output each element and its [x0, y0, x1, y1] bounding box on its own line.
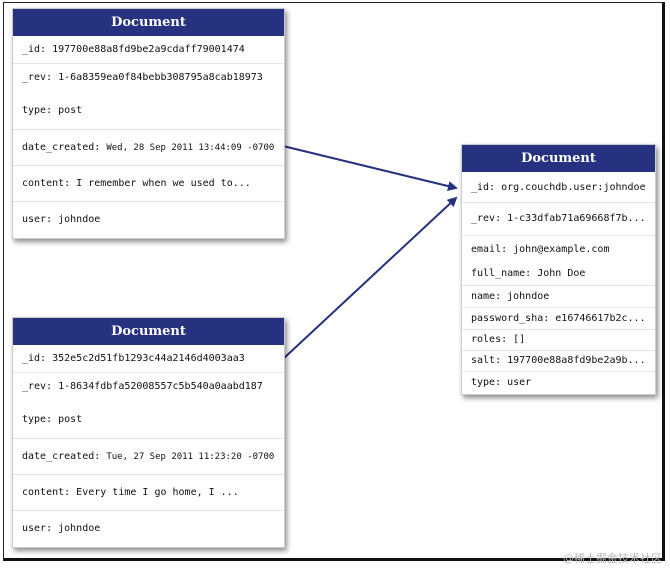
- date-created-value: Wed, 28 Sep 2011 13:44:09 -0700: [106, 143, 275, 153]
- id-field: _id: org.couchdb.user:johndoe: [462, 174, 655, 203]
- content-field: content: Every time I go home, I ...: [13, 475, 284, 511]
- document-header: Document: [462, 145, 655, 172]
- document-header: Document: [13, 9, 284, 36]
- arrow-doc1-to-user: [282, 145, 458, 191]
- id-field: _id: 352e5c2d51fb1293c44a2146d4003aa3: [13, 345, 284, 373]
- user-field: user: johndoe: [22, 214, 101, 225]
- email-field: email: john@example.com: [471, 244, 610, 255]
- rev-field: _rev: 1-8634fdbfa52008557c5b540a0aabd187: [22, 381, 263, 392]
- user-document: Document _id: org.couchdb.user:johndoe _…: [461, 144, 656, 395]
- salt-field: salt: 197700e88a8fd9be2a9b...: [462, 351, 655, 372]
- post-document-2: Document _id: 352e5c2d51fb1293c44a2146d4…: [12, 317, 285, 548]
- name-field: name: johndoe: [462, 286, 655, 308]
- rev-field: _rev: 1-6a8359ea0f84bebb308795a8cab18973: [22, 72, 263, 83]
- date-created-key: date_created:: [22, 451, 101, 462]
- document-header: Document: [13, 318, 284, 345]
- post-document-1: Document _id: 197700e88a8fd9be2a9cdaff79…: [12, 8, 285, 239]
- type-field: type: post: [13, 93, 284, 130]
- date-created-field: date_created: Tue, 27 Sep 2011 11:23:20 …: [13, 439, 284, 475]
- type-field: type: post: [13, 402, 284, 439]
- arrow-doc2-to-user: [282, 196, 458, 360]
- date-created-field: date_created: Wed, 28 Sep 2011 13:44:09 …: [13, 130, 284, 166]
- user-field: user: johndoe: [22, 523, 101, 534]
- type-field: type: user: [471, 377, 532, 388]
- content-field: content: I remember when we used to...: [13, 166, 284, 202]
- id-field: _id: 197700e88a8fd9be2a9cdaff79001474: [13, 36, 284, 64]
- rev-field: _rev: 1-c33dfab71a69668f7b...: [462, 203, 655, 236]
- roles-field: roles: []: [462, 330, 655, 351]
- watermark: @稀土掘金技术社区: [563, 552, 662, 565]
- full-name-field: full_name: John Doe: [462, 263, 655, 286]
- password-sha-field: password_sha: e16746617b2c...: [462, 308, 655, 330]
- date-created-key: date_created:: [22, 142, 101, 153]
- date-created-value: Tue, 27 Sep 2011 11:23:20 -0700: [106, 452, 275, 462]
